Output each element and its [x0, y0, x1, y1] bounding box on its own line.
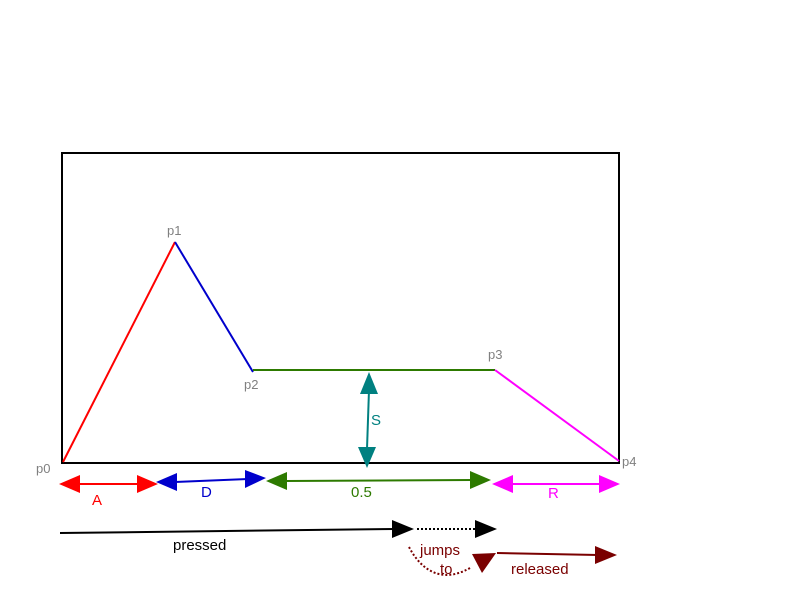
released-arrow [496, 546, 617, 564]
jumps-to-label-line1: jumps [419, 542, 460, 559]
attack-duration-arrow [59, 475, 158, 493]
point-label-p4: p4 [622, 454, 636, 469]
decay-label: D [201, 484, 212, 501]
sustain-duration-label: 0.5 [351, 484, 372, 501]
jumps-to-label-line2: to [440, 561, 453, 578]
jumps-to-arrow [408, 546, 496, 576]
released-label: released [511, 561, 569, 578]
point-label-p0: p0 [36, 461, 50, 476]
point-label-p2: p2 [244, 377, 258, 392]
pressed-arrow [59, 520, 414, 538]
release-segment [494, 369, 620, 462]
sustain-level-label: S [371, 412, 381, 429]
pressed-label: pressed [173, 537, 226, 554]
decay-segment [174, 241, 254, 373]
sustain-level-arrow [358, 372, 378, 468]
sustain-duration-arrow [266, 471, 491, 490]
release-label: R [548, 485, 559, 502]
pressed-continuation-arrow [417, 520, 497, 538]
attack-label: A [92, 492, 102, 509]
release-duration-arrow [492, 475, 620, 493]
decay-duration-arrow [156, 470, 266, 491]
envelope-frame [61, 152, 620, 464]
point-label-p1: p1 [167, 223, 181, 238]
attack-segment [62, 241, 176, 463]
point-label-p3: p3 [488, 347, 502, 362]
